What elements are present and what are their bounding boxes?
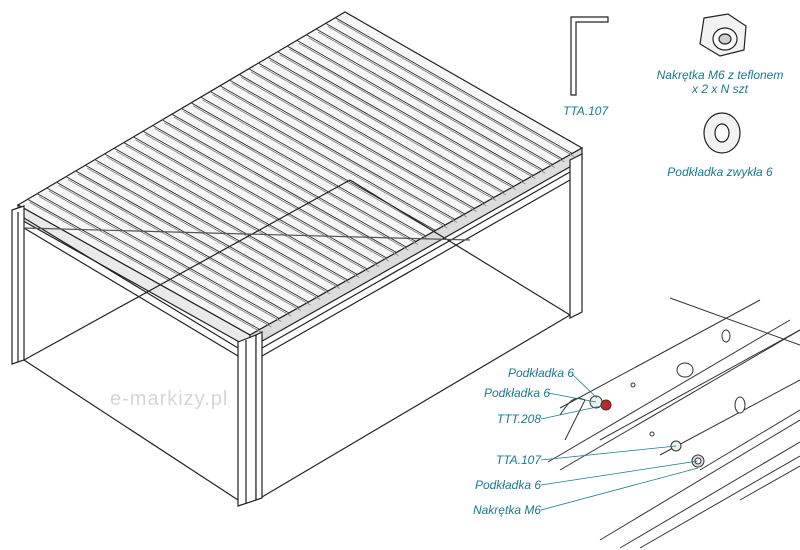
louvre-slat-shadow (308, 37, 546, 174)
louvre-slat (56, 181, 290, 314)
callout-podkladka-c: Podkładka 6 (474, 478, 541, 492)
louvre-slat (277, 51, 514, 187)
louvre-slat (75, 170, 309, 303)
louvre-slat-shadow (144, 133, 380, 267)
louvre-slat (46, 187, 280, 319)
louvre-slat (104, 153, 339, 286)
louvre-slat (210, 91, 446, 226)
pergola-frame (16, 11, 584, 350)
leader-lines (540, 373, 699, 511)
louvre-slat-shadow (192, 105, 428, 240)
louvre-slat (335, 17, 573, 154)
louvre-slat (171, 113, 407, 248)
washer-6-drawing (703, 112, 741, 154)
louvre-slat (287, 45, 524, 182)
louvre-slat (219, 85, 456, 220)
louvre-slat-shadow (67, 179, 302, 311)
louvre-slat-shadow (269, 60, 507, 196)
louvre-slat (152, 125, 387, 259)
callout-nakretka: Nakrętka M6 (472, 503, 541, 517)
louvre-slat (267, 57, 505, 193)
louvre-slat (229, 79, 466, 215)
callout-podkladka-a: Podkładka 6 (507, 366, 574, 380)
louvre-slat-shadow (327, 25, 565, 163)
louvre-slat-shadow (77, 173, 311, 306)
louvre-slat-shadow (115, 150, 350, 284)
louvre-slat-shadow (58, 184, 292, 317)
louvre-slat-shadow (202, 99, 438, 234)
callout-ttt208: TTT.208 (496, 412, 541, 426)
pergola-floor-lines (23, 171, 571, 501)
label-washer: Podkładka zwykła 6 (667, 165, 773, 179)
louvre-slat-shadow (135, 139, 370, 273)
louvre-slat-shadow (183, 111, 419, 245)
louvre-slat (85, 164, 319, 297)
label-nut-line2: x 2 x N szt (691, 82, 748, 96)
louvre-slat-shadow (289, 48, 526, 185)
louvre-slat (162, 119, 397, 253)
louvre-slat (258, 62, 495, 198)
louvre-slat-shadow (29, 201, 262, 333)
louvre-slat-shadow (212, 94, 448, 229)
louvre-slat (65, 176, 300, 308)
louvre-slat (94, 159, 329, 292)
label-bracket-tta107: TTA.107 (563, 104, 609, 118)
louvre-slat-shadow (240, 77, 477, 212)
louvre-slat (113, 147, 348, 281)
louvre-slat-shadow (298, 42, 536, 179)
louvre-slat (123, 142, 358, 275)
louvre-slat-shadow (173, 116, 409, 251)
louvre-slat-shadow (231, 82, 468, 218)
label-nut-line1: Nakrętka M6 z teflonem (656, 68, 784, 82)
louvre-slat (238, 74, 475, 209)
detail-rails (547, 297, 800, 549)
louvre-slat-shadow (260, 65, 497, 201)
louvre-slat-shadow (250, 71, 487, 207)
callout-tta107: TTA.107 (495, 453, 541, 467)
louvre-slat-shadow (317, 31, 555, 168)
louvre-slat-shadow (96, 162, 331, 295)
callout-podkladka-b: Podkładka 6 (483, 386, 550, 400)
nut-m6-drawing (699, 13, 747, 57)
louvre-slat-shadow (164, 122, 399, 256)
louvre-slat (296, 39, 534, 176)
louvre-slat (325, 22, 563, 160)
louvre-slat (306, 34, 544, 171)
louvre-slat-shadow (337, 20, 575, 157)
louvre-slat-shadow (154, 128, 389, 262)
louvre-slat (27, 198, 260, 330)
louvre-slat-shadow (87, 167, 321, 300)
louvre-slat (142, 130, 378, 264)
bracket-tta107-drawing (570, 16, 609, 96)
louvre-slat-shadow (48, 190, 282, 322)
louvre-slat (190, 102, 426, 237)
louvre-slat-shadow (125, 145, 360, 278)
louvre-slat (248, 68, 485, 204)
louvre-slat (133, 136, 368, 270)
detail-hardware (559, 329, 746, 468)
louvre-slat (181, 108, 417, 242)
louvre-slat-shadow (39, 196, 272, 328)
louvre-slat-shadow (106, 156, 341, 289)
watermark-text: e-markizy.pl (110, 388, 229, 410)
louvre-slat-shadow (221, 88, 458, 223)
louvre-slat (37, 193, 270, 325)
louvre-slat (315, 28, 553, 165)
louvre-slat-shadow (279, 54, 516, 190)
pergola-posts (11, 153, 583, 507)
roof-louvres (27, 17, 575, 333)
